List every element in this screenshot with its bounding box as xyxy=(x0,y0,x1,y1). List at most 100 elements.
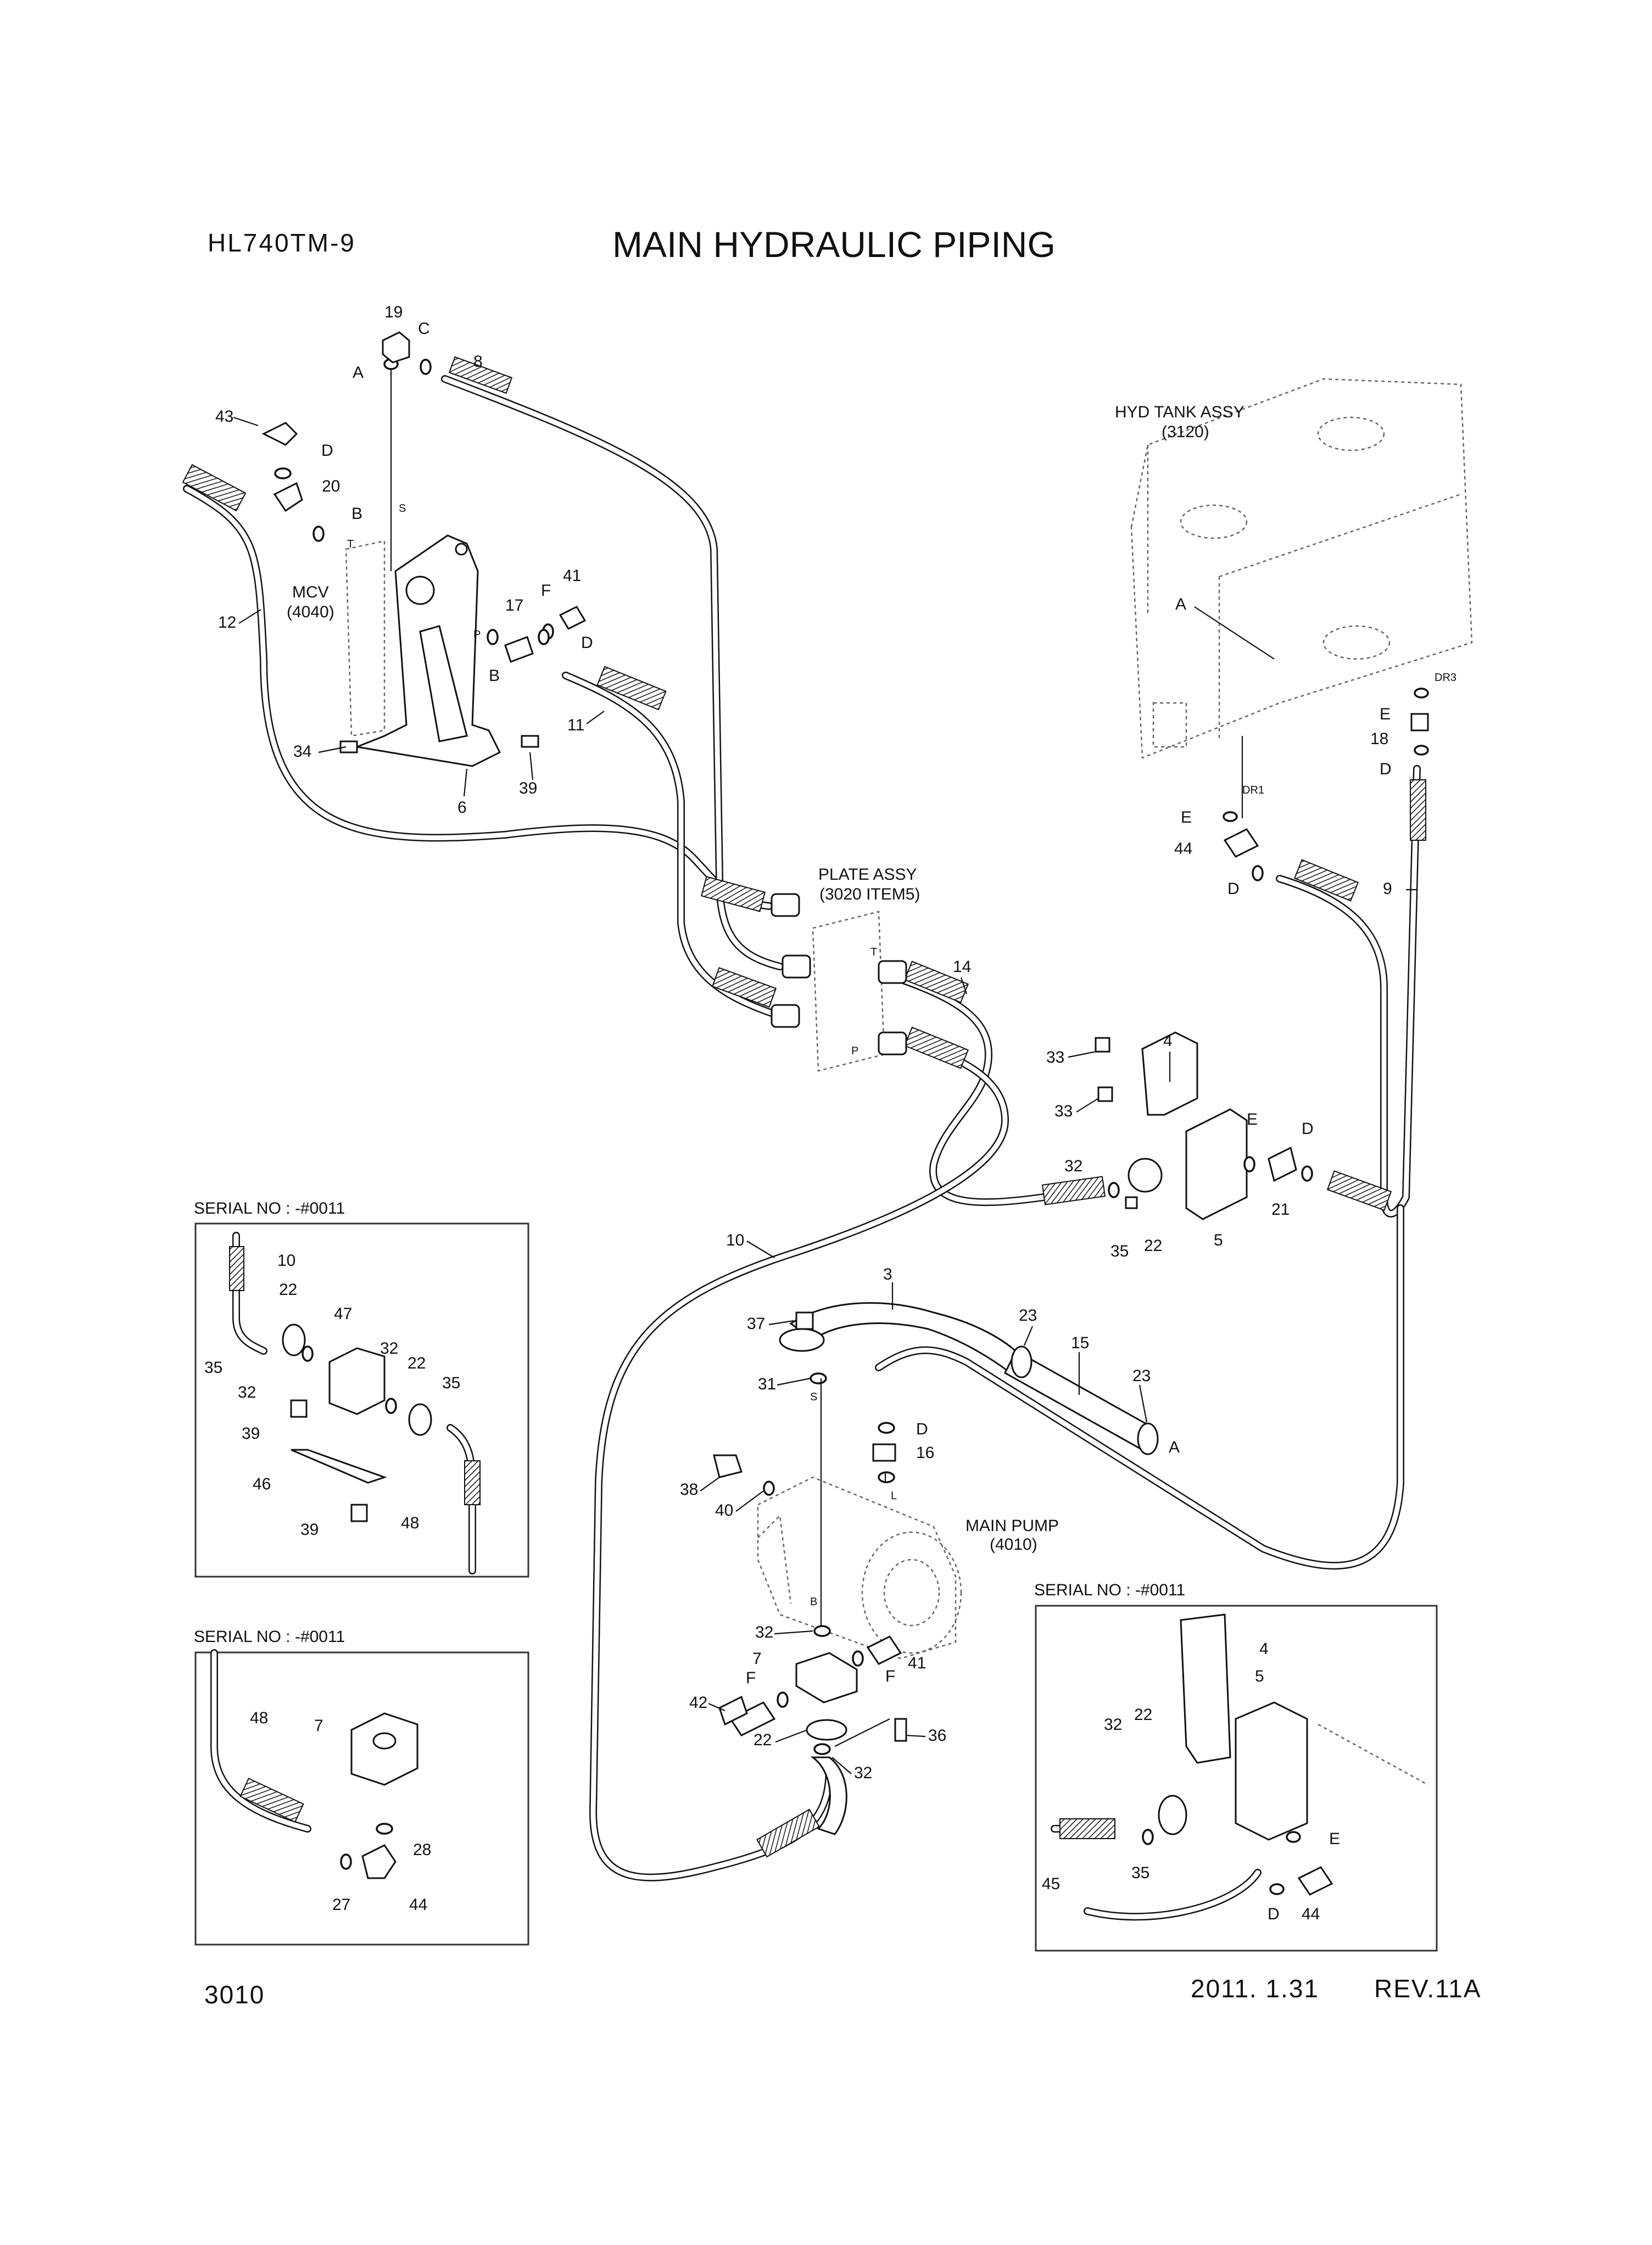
hose-sleeve xyxy=(1410,779,1426,841)
inset2-title: SERIAL NO : -#0011 xyxy=(194,1628,345,1646)
inset3-callout-44: 44 xyxy=(1302,1905,1320,1923)
callout-35: 35 xyxy=(1110,1242,1129,1260)
hose-sleeve xyxy=(700,876,766,912)
hose-sleeve xyxy=(596,666,667,711)
plate-assy-label-line1: PLATE ASSY xyxy=(818,865,917,884)
inset1-callout-48: 48 xyxy=(401,1514,419,1532)
inset2-drawing xyxy=(210,1649,418,1879)
callout-23-2: 23 xyxy=(1132,1367,1151,1385)
inset3-callout-5: 5 xyxy=(1255,1667,1264,1685)
callout-41: 41 xyxy=(563,567,581,585)
callout-d-2: D xyxy=(581,634,593,652)
callout-c: C xyxy=(418,320,430,338)
inset3-callout-35: 35 xyxy=(1131,1864,1149,1882)
inset1-callout-22-2: 22 xyxy=(408,1354,426,1372)
hyd-tank-outline xyxy=(1130,378,1473,759)
hose-sleeve xyxy=(903,1026,969,1069)
callout-f-2: F xyxy=(885,1667,895,1685)
callout-32: 32 xyxy=(1064,1157,1082,1175)
port-dr1: DR1 xyxy=(1242,784,1264,796)
pipe-9 xyxy=(1276,765,1421,1218)
callout-34: 34 xyxy=(293,742,311,761)
inset3-callout-d: D xyxy=(1268,1905,1280,1923)
callout-b: B xyxy=(351,505,362,523)
callout-31: 31 xyxy=(758,1375,776,1393)
hyd-tank-label-line1: HYD TANK ASSY xyxy=(1115,403,1244,421)
inset2-callout-28: 28 xyxy=(413,1841,431,1859)
plate-assy xyxy=(771,893,907,1072)
callout-14: 14 xyxy=(953,958,971,976)
inset2-callout-44: 44 xyxy=(409,1896,427,1914)
inset1-callout-22: 22 xyxy=(279,1281,297,1299)
callout-37: 37 xyxy=(747,1315,765,1333)
inset3-callout-32: 32 xyxy=(1104,1716,1122,1734)
hose-sleeve xyxy=(1293,859,1359,902)
callout-d-6: D xyxy=(916,1420,928,1438)
port-dr3: DR3 xyxy=(1435,672,1456,684)
inset1-callout-39-2: 39 xyxy=(300,1521,319,1539)
inset1-callout-32: 32 xyxy=(238,1383,256,1401)
pipe-11 xyxy=(562,672,784,1020)
port-s-pump: S xyxy=(810,1391,817,1403)
callout-21: 21 xyxy=(1271,1200,1290,1219)
port-b-pump: B xyxy=(810,1596,817,1608)
inset3-frame xyxy=(1035,1605,1438,1952)
pipe-3 xyxy=(779,1302,1023,1375)
revision-date: 2011. 1.31 xyxy=(1191,1974,1319,2003)
callout-11: 11 xyxy=(567,716,584,734)
revision-code: REV.11A xyxy=(1374,1974,1482,2003)
hose-sleeve xyxy=(448,356,513,394)
port-s: S xyxy=(399,502,406,515)
pipe-15-tube xyxy=(1004,1345,1159,1455)
callout-a-2: A xyxy=(1175,595,1186,613)
callout-6: 6 xyxy=(457,798,467,817)
pipe-8 xyxy=(441,375,784,970)
callout-43: 43 xyxy=(215,407,233,426)
callout-32-2: 32 xyxy=(755,1623,773,1641)
inset3-title: SERIAL NO : -#0011 xyxy=(1034,1581,1185,1599)
inset3-drawing xyxy=(1051,1613,1428,1921)
inset1-callout-46: 46 xyxy=(253,1475,271,1493)
main-pump-label-line1: MAIN PUMP xyxy=(965,1517,1059,1535)
hose-sleeve xyxy=(903,960,969,1003)
callout-20: 20 xyxy=(322,477,340,495)
callout-4: 4 xyxy=(1163,1032,1173,1050)
inset2-callout-7: 7 xyxy=(314,1717,323,1735)
callout-b-2: B xyxy=(489,667,500,685)
port-p-plate: P xyxy=(851,1045,858,1057)
callout-9: 9 xyxy=(1383,880,1392,898)
callout-a-3: A xyxy=(1169,1438,1180,1456)
inset3-callout-45: 45 xyxy=(1042,1875,1060,1893)
mcv-bracket xyxy=(345,534,501,767)
hyd-tank-label-line2: (3120) xyxy=(1162,423,1209,441)
callout-e-3: E xyxy=(1247,1110,1258,1129)
port-labels: S P T P S L B DR1 DR3 xyxy=(399,502,1456,1608)
pipe-12 xyxy=(183,485,773,910)
port-t-plate: T xyxy=(870,946,877,958)
inset1-callout-35-2: 35 xyxy=(442,1374,460,1392)
pipe-10 xyxy=(589,1034,1009,1881)
mcv-label-line1: MCV xyxy=(292,583,329,601)
callout-e: E xyxy=(1380,705,1391,723)
callout-36: 36 xyxy=(928,1727,946,1745)
callout-22: 22 xyxy=(1144,1237,1162,1255)
callout-d: D xyxy=(321,442,333,460)
callout-f: F xyxy=(541,582,551,600)
inset3-callout-4: 4 xyxy=(1259,1640,1269,1658)
block-4-and-5 xyxy=(1128,1031,1248,1220)
callout-15: 15 xyxy=(1071,1334,1089,1352)
callout-d-5: D xyxy=(1302,1120,1314,1138)
callout-22-2: 22 xyxy=(754,1731,772,1749)
callout-39: 39 xyxy=(519,779,537,797)
main-pump-label-line2: (4010) xyxy=(990,1535,1037,1554)
callout-42: 42 xyxy=(689,1694,707,1712)
callout-40: 40 xyxy=(715,1501,733,1520)
fittings xyxy=(261,331,1429,1742)
callout-33-2: 33 xyxy=(1054,1102,1073,1120)
inset1-callout-35: 35 xyxy=(204,1359,222,1377)
main-pump xyxy=(757,1476,962,1660)
pipe-14 xyxy=(891,974,1102,1207)
callout-7: 7 xyxy=(752,1650,762,1668)
